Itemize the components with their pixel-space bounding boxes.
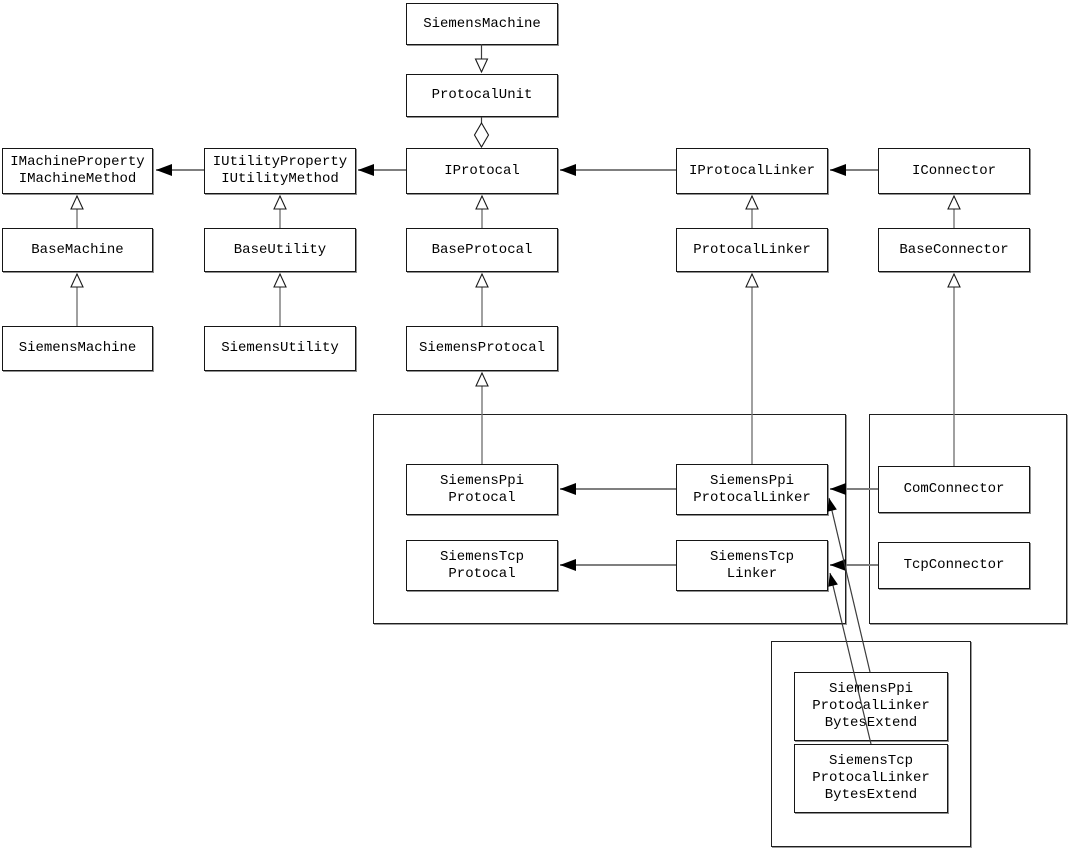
class-label: SiemensTcp — [828, 753, 913, 769]
class-label: IMachineProperty — [10, 154, 145, 170]
class-label: BaseConnector — [899, 241, 1009, 258]
class-label: IProtocal — [444, 162, 520, 179]
class-box-protocal-unit: ProtocalUnit — [406, 74, 558, 117]
class-label: BytesExtend — [824, 715, 918, 731]
class-label: SiemensMachine — [423, 15, 541, 32]
class-label: BaseUtility — [233, 241, 327, 258]
class-box-siemens-machine: SiemensMachine — [2, 326, 153, 371]
class-label: ProtocalLinker — [693, 489, 811, 506]
group-box-connector-implementations — [869, 414, 1067, 624]
class-label: ProtocalLinker — [812, 698, 930, 714]
class-label: IUtilityProperty — [212, 154, 348, 170]
class-box-iprotocal-linker-interface: IProtocalLinker — [676, 148, 828, 194]
class-label: BaseMachine — [31, 241, 124, 258]
class-label: ProtocalUnit — [431, 87, 533, 103]
class-label: SiemensUtility — [221, 340, 339, 356]
class-label: SiemensPpi — [709, 472, 794, 489]
class-box-protocal-linker: ProtocalLinker — [676, 228, 828, 272]
class-label: SiemensProtocal — [418, 340, 546, 356]
class-box-com-connector: ComConnector — [878, 466, 1030, 513]
class-box-iconnector-interface: IConnector — [878, 148, 1030, 194]
class-box-base-machine: BaseMachine — [2, 228, 153, 272]
class-box-siemens-protocal: SiemensProtocal — [406, 326, 558, 371]
class-box-base-connector: BaseConnector — [878, 228, 1030, 272]
class-box-siemens-utility: SiemensUtility — [204, 326, 356, 371]
class-label: IProtocalLinker — [688, 162, 816, 179]
class-label: BaseProtocal — [431, 241, 533, 258]
class-box-base-protocal: BaseProtocal — [406, 228, 558, 272]
class-label: BytesExtend — [824, 787, 918, 803]
class-label: SiemensMachine — [18, 340, 137, 356]
class-label: IMachineMethod — [18, 171, 137, 187]
class-label: ProtocalLinker — [812, 770, 930, 786]
class-label: Protocal — [448, 489, 516, 506]
class-label: IUtilityMethod — [221, 171, 339, 187]
class-box-tcp-connector: TcpConnector — [878, 542, 1030, 589]
class-box-base-utility: BaseUtility — [204, 228, 356, 272]
class-label: ComConnector — [903, 481, 1005, 497]
class-box-iprotocal-interface: IProtocal — [406, 148, 558, 194]
class-label: SiemensTcp — [709, 548, 794, 565]
class-label: Protocal — [448, 565, 516, 582]
class-label: IConnector — [911, 162, 996, 179]
class-label: SiemensPpi — [828, 681, 913, 697]
class-label: Linker — [726, 565, 778, 582]
group-box-protocal-linker-implementations — [373, 414, 846, 624]
class-label: SiemensPpi — [439, 472, 524, 489]
class-box-siemens-machine-top: SiemensMachine — [406, 3, 558, 45]
class-label: TcpConnector — [903, 557, 1005, 573]
class-label: SiemensTcp — [439, 548, 524, 565]
class-label: ProtocalLinker — [693, 241, 811, 258]
